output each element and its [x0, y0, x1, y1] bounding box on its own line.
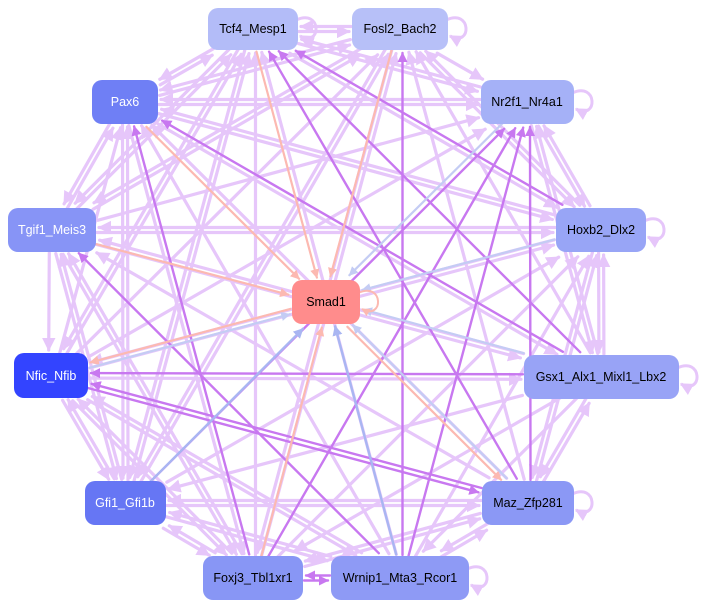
node-label-pax6: Pax6 [111, 95, 140, 109]
edge-foxj3-to-nr2f1 [267, 126, 517, 558]
edge-nfic-to-nr2f1 [88, 127, 487, 358]
edge-maz-to-tgif1 [95, 251, 491, 480]
node-smad1[interactable]: Smad1 [292, 280, 360, 324]
node-label-fosl2: Fosl2_Bach2 [364, 22, 437, 36]
node-tgif1[interactable]: Tgif1_Meis3 [8, 208, 96, 252]
edge-gfi1-to-nfic [66, 398, 116, 481]
node-pax6[interactable]: Pax6 [92, 80, 158, 124]
edge-pax6-to-tcf4 [158, 53, 214, 87]
edge-wrnip1-to-gfi1 [168, 509, 333, 559]
node-label-nfic: Nfic_Nfib [26, 369, 77, 383]
node-nr2f1[interactable]: Nr2f1_Nr4a1 [481, 80, 574, 124]
node-label-maz: Maz_Zfp281 [493, 496, 563, 510]
edge-tcf4-to-gfi1 [126, 48, 247, 479]
node-maz[interactable]: Maz_Zfp281 [482, 481, 574, 525]
edge-nr2f1-to-tcf4 [300, 35, 483, 89]
edge-smad1-to-maz [346, 325, 503, 481]
node-label-wrnip1: Wrnip1_Mta3_Rcor1 [343, 571, 457, 585]
node-fosl2[interactable]: Fosl2_Bach2 [352, 8, 448, 50]
edge-wrnip1-to-smad1 [332, 325, 398, 556]
edge-nfic-to-wrnip1 [86, 398, 358, 557]
edge-wrnip1-to-hoxb2 [413, 254, 591, 558]
edge-tcf4-to-hoxb2 [288, 51, 559, 209]
edge-gfi1-to-wrnip1 [164, 515, 329, 565]
edge-gsx1-to-nfic [89, 368, 525, 379]
edge-tgif1-to-nfic [42, 251, 56, 352]
node-label-foxj3: Foxj3_Tbl1xr1 [213, 571, 292, 585]
edge-pax6-to-foxj3 [127, 123, 248, 556]
node-gsx1[interactable]: Gsx1_Alx1_Mixl1_Lbx2 [524, 355, 679, 399]
node-hoxb2[interactable]: Hoxb2_Dlx2 [556, 208, 646, 252]
self-loop-hoxb2 [643, 217, 666, 248]
node-wrnip1[interactable]: Wrnip1_Mta3_Rcor1 [331, 556, 469, 600]
edge-maz-to-gsx1 [541, 401, 591, 483]
self-loop-smad1 [357, 289, 379, 317]
edge-foxj3-to-gfi1 [167, 524, 217, 555]
edge-tcf4-to-pax6 [158, 47, 215, 81]
node-label-hoxb2: Hoxb2_Dlx2 [567, 223, 635, 237]
edge-maz-to-nr2f1 [524, 125, 536, 482]
edge-gfi1-to-smad1 [148, 327, 304, 483]
edge-maz-to-fosl2 [405, 50, 526, 481]
node-label-nr2f1: Nr2f1_Nr4a1 [491, 95, 563, 109]
self-loop-gsx1 [676, 364, 699, 395]
edge-hoxb2-to-tcf4 [294, 49, 564, 207]
edge-fosl2-to-gfi1 [136, 48, 387, 479]
self-loop-tcf4 [295, 16, 318, 47]
edge-maz-to-nfic [90, 381, 483, 490]
edge-tcf4-to-smad1 [255, 50, 320, 279]
edge-hoxb2-to-fosl2 [424, 49, 582, 207]
node-label-gfi1: Gfi1_Gfi1b [95, 496, 155, 510]
edge-nfic-to-smad1 [88, 311, 291, 369]
edge-pax6-to-gsx1 [156, 122, 559, 356]
self-loop-layer [295, 16, 699, 596]
node-foxj3[interactable]: Foxj3_Tbl1xr1 [203, 556, 303, 600]
node-label-tgif1: Tgif1_Meis3 [18, 223, 86, 237]
node-nfic[interactable]: Nfic_Nfib [14, 353, 88, 398]
edge-pax6-to-smad1 [145, 125, 301, 280]
edge-tgif1-to-smad1 [95, 243, 290, 298]
edge-foxj3-to-tgif1 [66, 252, 244, 556]
self-loop-fosl2 [445, 16, 468, 47]
edge-maz-to-wrnip1 [439, 522, 490, 553]
edge-gsx1-to-smad1 [362, 307, 525, 355]
edge-gfi1-to-hoxb2 [165, 255, 561, 484]
edge-fosl2-to-tgif1 [92, 47, 363, 205]
node-label-gsx1: Gsx1_Alx1_Mixl1_Lbx2 [536, 370, 667, 384]
edge-wrnip1-to-maz [438, 528, 489, 559]
edge-nr2f1-to-smad1 [348, 122, 504, 277]
edge-fosl2-to-nr2f1 [435, 51, 485, 81]
edge-maz-to-smad1 [351, 324, 508, 480]
node-layer: Tcf4_Mesp1 Fosl2_Bach2 Pax6 Nr2f1_Nr4a1 … [8, 8, 679, 600]
self-loop-maz [571, 490, 594, 521]
edge-foxj3-to-smad1 [260, 326, 325, 557]
edge-pax6-to-gfi1 [116, 123, 130, 480]
node-label-smad1: Smad1 [306, 295, 346, 309]
edge-wrnip1-to-nr2f1 [407, 126, 526, 557]
edge-gsx1-to-pax6 [160, 119, 565, 353]
edge-nfic-to-maz [87, 386, 480, 495]
edge-wrnip1-to-pax6 [140, 124, 391, 556]
edge-tcf4-to-tgif1 [73, 47, 231, 205]
edge-smad1-to-nfic [89, 307, 292, 365]
node-gfi1[interactable]: Gfi1_Gfi1b [85, 481, 166, 525]
edge-hoxb2-to-smad1 [361, 238, 556, 293]
self-loop-wrnip1 [466, 565, 489, 596]
node-label-tcf4: Tcf4_Mesp1 [219, 22, 286, 36]
self-loop-nr2f1 [571, 89, 594, 120]
edge-pax6-to-tgif1 [62, 122, 112, 206]
edge-fosl2-to-smad1 [328, 49, 393, 278]
edge-maz-to-tcf4 [267, 50, 518, 480]
node-tcf4[interactable]: Tcf4_Mesp1 [208, 8, 298, 50]
edge-tcf4-to-nfic [62, 48, 240, 351]
edge-gfi1-to-fosl2 [139, 52, 390, 483]
edge-fosl2-to-pax6 [158, 37, 352, 94]
